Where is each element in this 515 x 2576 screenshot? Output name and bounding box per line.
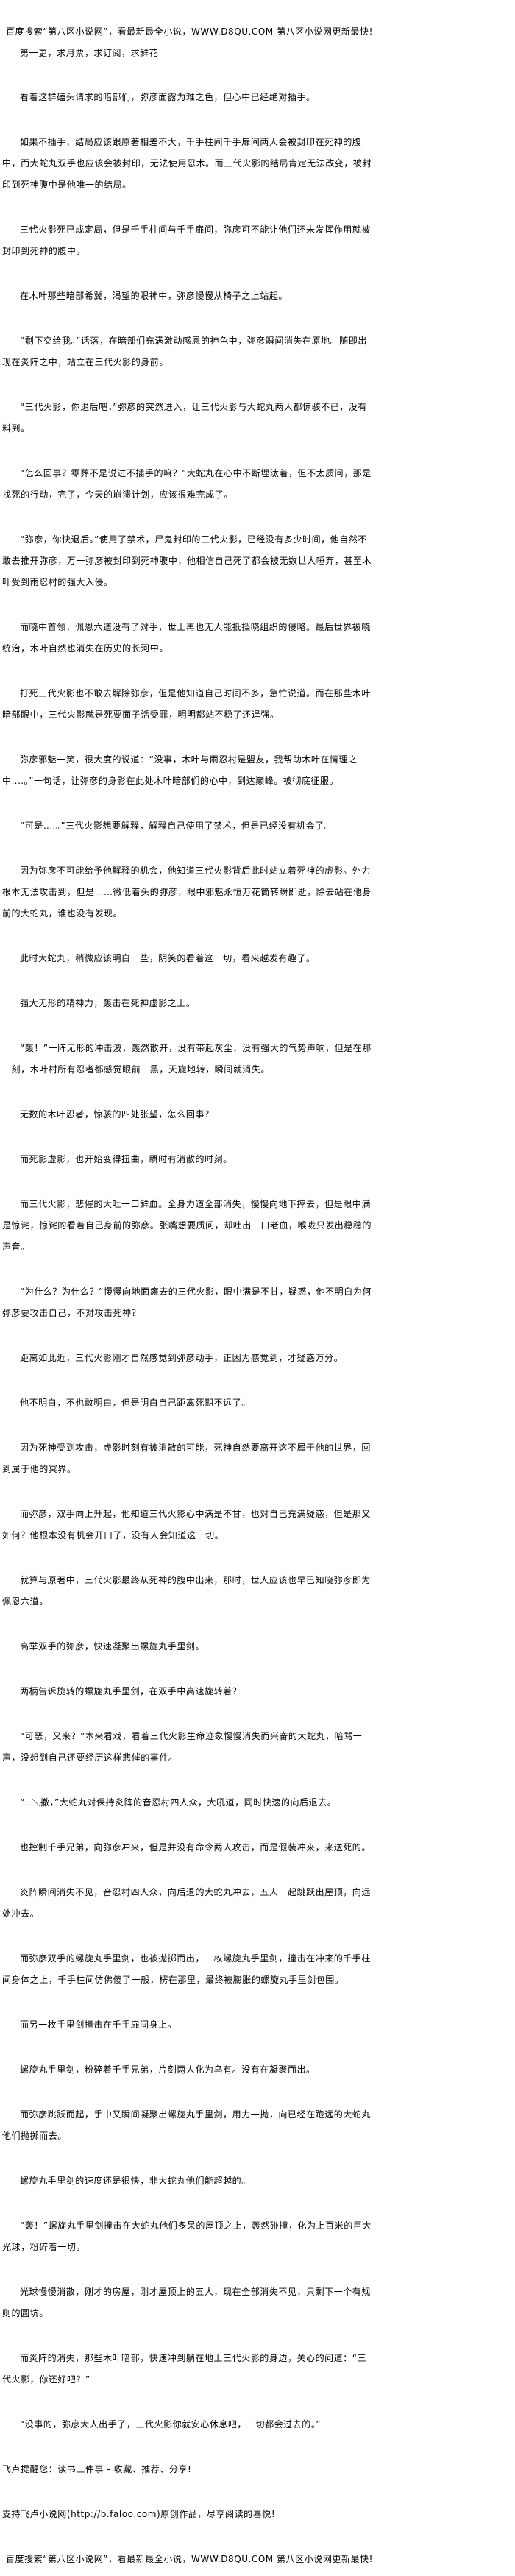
story-paragraph: “可是‥‥。”三代火影想要解释，解释自己使用了禁术，但是已经没有机会了。 xyxy=(20,821,334,831)
story-paragraph: 而三代火影，悲催的大吐一口鲜血。全身力道全部消失，慢慢向地下摔去，但是眼中满是惊… xyxy=(2,1199,372,1252)
story-paragraph: 三代火影死已成定局，但是千手柱间与千手扉间，弥彦可不能让他们还未发挥作用就被封印… xyxy=(2,224,371,256)
story-paragraph: 而另一枚手里剑撞击在千手扉间身上。 xyxy=(20,2020,177,2030)
site-banner-top: 百度搜索“第八区小说网”，看最新最全小说，WWW.D8QU.COM 第八区小说网… xyxy=(6,26,373,37)
story-paragraph: 无数的木叶忍者，惊骇的四处张望，怎么回事？ xyxy=(20,1109,214,1119)
story-paragraph: 此时大蛇丸，稍微应该明白一些，阴笑的看着这一切，看来越发有趣了。 xyxy=(20,953,316,963)
story-paragraph: 因为弥彦不可能给予他解释的机会，他知道三代火影背后此时站立着死神的虚影。外力根本… xyxy=(2,866,372,919)
site-banner-bottom: 百度搜索“第八区小说网”，看最新最全小说，WWW.D8QU.COM 第八区小说网… xyxy=(6,2554,373,2564)
story-paragraph: “怎么回事？零葬不是说过不插手的嘛？”大蛇丸在心中不断埋汰着，但不太质问，那是找… xyxy=(2,468,372,500)
story-paragraph: “为什么？为什么？”慢慢向地面瘫去的三代火影，眼中满是不甘，疑惑，他不明白为何弥… xyxy=(2,1287,372,1318)
story-paragraph: 距离如此近，三代火影刚才自然感觉到弥彦动手，正因为感觉到，才疑惑万分。 xyxy=(20,1353,344,1363)
story-paragraph: “三代火影，你退后吧，”弥彦的突然进入，让三代火影与大蛇丸两人都惊骇不已，没有料… xyxy=(2,402,367,434)
story-paragraph: 而弥彦跳跃而起，手中又瞬间凝聚出螺旋丸手里剑，用力一抛，向已经在跑远的大蛇丸他们… xyxy=(2,2109,371,2141)
story-paragraph: 两柄告诉旋转的螺旋丸手里剑，在双手中高速旋转着？ xyxy=(20,1686,242,1696)
story-paragraph: “剩下交给我。”话落，在暗部们充满激动感恩的神色中，弥彦瞬间消失在原地。随即出现… xyxy=(2,336,367,367)
story-paragraph: 就算与原著中，三代火影最终从死神的腹中出来，那时，世人应该也早已知晓弥彦即为佩恩… xyxy=(2,1575,371,1607)
story-paragraph: 也控制千手兄弟，向弥彦冲来，但是并没有命令两人攻击，而是假装冲来，来送死的。 xyxy=(20,1842,371,1853)
story-paragraph: 而炎阵的消失，那些木叶暗部，快速冲到躺在地上三代火影的身边，关心的问道：“三代火… xyxy=(2,2353,367,2385)
story-paragraph: “没事的，弥彦大人出手了，三代火影你就安心休息吧，一切都会过去的。” xyxy=(20,2419,322,2430)
story-paragraph: 因为死神受到攻击，虚影时刻有被消散的可能，死神自然要离开这不属于他的世界，回到属… xyxy=(2,1443,371,1474)
story-paragraph: 螺旋丸手里剑，粉碎着千手兄弟，片刻两人化为乌有。没有在凝聚而出。 xyxy=(20,2064,316,2075)
story-paragraph: “‥＼撤，”大蛇丸对保持炎阵的音忍村四人众，大吼道，同时快速的向后退去。 xyxy=(20,1797,337,1808)
story-paragraph: “可恶，又来？”本来看戏，看着三代火影生命迹象慢慢消失而兴奋的大蛇丸，暗骂一声，… xyxy=(2,1731,363,1763)
story-paragraph: 看着这群磕头请求的暗部们，弥彦面露为难之色，但心中已经绝对插手。 xyxy=(20,92,316,102)
story-paragraph: 而晓中首领，佩恩六道没有了对手，世上再也无人能抵挡晓组织的侵略。最后世界被晓统治… xyxy=(2,622,371,654)
story-paragraph: “弥彦，你快退后。”使用了禁术，尸鬼封印的三代火影，已经没有多少时间，他自然不敢… xyxy=(2,534,372,587)
footer-reminder: 飞卢提醒您：读书三件事 - 收藏、推荐、分享! xyxy=(2,2464,192,2474)
story-paragraph: 如果不插手，结局应该跟原著相差不大，千手柱间千手扉间两人会被封印在死神的腹中，而… xyxy=(2,137,372,190)
story-paragraph: 强大无形的精神力，轰击在死神虚影之上。 xyxy=(20,998,196,1008)
footer-support-link[interactable]: 支持飞卢小说网(http://b.faloo.com)原创作品，尽享阅读的喜悦! xyxy=(2,2509,276,2519)
story-paragraph: 而弥彦双手的螺旋丸手里剑，也被抛掷而出，一枚螺旋丸手里剑，撞击在冲来的千手柱间身… xyxy=(2,1953,371,1985)
story-paragraph: 而弥彦，双手向上升起，他知道三代火影心中满是不甘，也对自己充满疑惑，但是那又如何… xyxy=(2,1509,371,1540)
story-paragraph: 炎阵瞬间消失不见，音忍村四人众，向后退的大蛇丸冲去，五人一起跳跃出屋顶，向远处冲… xyxy=(2,1887,371,1919)
story-paragraph: 在木叶那些暗部希冀，渴望的眼神中，弥彦慢慢从椅子之上站起。 xyxy=(20,291,288,301)
story-paragraph: “轰！”螺旋丸手里剑撞击在大蛇丸他们多呆的屋顶之上，轰然碰撞，化为上百米的巨大光… xyxy=(2,2221,372,2252)
chapter-note: 第一更，求月票，求订阅，求鲜花 xyxy=(20,48,159,58)
story-paragraph: 他不明白，不也敢明白，但是明白自己距离死期不远了。 xyxy=(20,1398,251,1408)
story-paragraph: 弥彦邪魅一笑，很大度的说道：“没事，木叶与雨忍村是盟友，我帮助木叶在情理之中‥‥… xyxy=(2,754,358,786)
story-paragraph: 打死三代火影也不敢去解除弥彦，但是他知道自己时间不多，急忙说道。而在那些木叶暗部… xyxy=(2,688,371,720)
story-paragraph: 高举双手的弥彦，快速凝聚出螺旋丸手里剑。 xyxy=(20,1641,205,1652)
chapter-body: 看着这群磕头请求的暗部们，弥彦面露为难之色，但心中已经绝对插手。如果不插手，结局… xyxy=(2,87,373,2435)
story-paragraph: “轰！”一阵无形的冲击波，轰然散开，没有带起灰尘，没有强大的气势声响，但是在那一… xyxy=(2,1043,372,1075)
chapter-page: 百度搜索“第八区小说网”，看最新最全小说，WWW.D8QU.COM 第八区小说网… xyxy=(2,21,373,2570)
story-paragraph: 螺旋丸手里剑的速度还是很快，非大蛇丸他们能超越的。 xyxy=(20,2176,251,2186)
story-paragraph: 光球慢慢消散，刚才的房屋，刚才屋顶上的五人，现在全部消失不见，只剩下一个有规则的… xyxy=(2,2287,371,2318)
story-paragraph: 而死影虚影，也开始变得扭曲，瞬时有消散的时刻。 xyxy=(20,1154,232,1164)
